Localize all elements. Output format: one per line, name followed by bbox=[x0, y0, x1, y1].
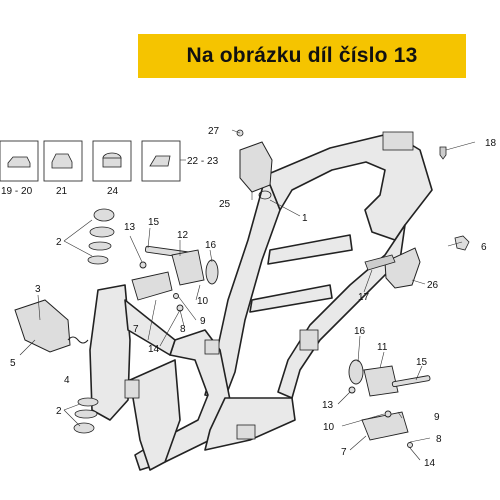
callout-8-left: 8 bbox=[180, 324, 186, 335]
footrest-assembly-left bbox=[131, 245, 219, 312]
callout-2-upper: 2 bbox=[56, 237, 62, 248]
callout-12: 12 bbox=[177, 230, 189, 241]
callout-9-left: 9 bbox=[200, 316, 206, 327]
callout-16-right: 16 bbox=[354, 326, 366, 337]
spring-4 bbox=[67, 336, 89, 344]
bracket-25 bbox=[239, 141, 273, 193]
footrest-assembly-right bbox=[348, 359, 431, 448]
callout-17: 17 bbox=[358, 292, 370, 303]
callout-19-20: 19 - 20 bbox=[1, 186, 33, 197]
callout-3: 3 bbox=[35, 284, 41, 295]
callout-10-right: 10 bbox=[323, 422, 335, 433]
callout-6: 6 bbox=[481, 242, 487, 253]
callout-5: 5 bbox=[10, 358, 16, 369]
clip-parts bbox=[7, 152, 171, 169]
bushing-stack-lower bbox=[73, 397, 99, 434]
callout-13-left: 13 bbox=[124, 222, 136, 233]
callout-9-right: 9 bbox=[434, 412, 440, 423]
callout-27: 27 bbox=[208, 126, 220, 137]
callout-4: 4 bbox=[64, 375, 70, 386]
callout-10-left: 10 bbox=[197, 296, 209, 307]
callout-7-right: 7 bbox=[341, 447, 347, 458]
callout-2-lower: 2 bbox=[56, 406, 62, 417]
bracket-3 bbox=[14, 299, 71, 353]
callout-14-right: 14 bbox=[424, 458, 436, 469]
callout-14-left: 14 bbox=[148, 344, 160, 355]
callout-11: 11 bbox=[377, 342, 388, 353]
bushing-stack-upper bbox=[87, 208, 115, 265]
strap-17 bbox=[364, 254, 396, 271]
callout-26: 26 bbox=[427, 280, 439, 291]
callout-15-left: 15 bbox=[148, 217, 160, 228]
callout-18: 18 bbox=[485, 138, 497, 149]
callout-21: 21 bbox=[56, 186, 68, 197]
screw-18 bbox=[439, 146, 447, 160]
callout-13-right: 13 bbox=[322, 400, 334, 411]
callout-24: 24 bbox=[107, 186, 119, 197]
banner-text: Na obrázku díl číslo 13 bbox=[186, 44, 418, 67]
callout-labels: 1 2 2 3 4 5 6 7 7 8 8 9 9 10 10 11 12 13… bbox=[1, 126, 497, 469]
callout-25: 25 bbox=[219, 199, 231, 210]
callout-16-left: 16 bbox=[205, 240, 217, 251]
callout-15-right: 15 bbox=[416, 357, 428, 368]
clip-6 bbox=[454, 235, 470, 251]
callout-22-23: 22 - 23 bbox=[187, 156, 219, 167]
frame-details bbox=[124, 131, 414, 440]
callout-1: 1 bbox=[302, 213, 308, 224]
part-number-banner: Na obrázku díl číslo 13 bbox=[138, 34, 466, 78]
callout-8-right: 8 bbox=[436, 434, 442, 445]
bracket-26 bbox=[384, 247, 421, 289]
leader-lines bbox=[19, 129, 476, 461]
callout-7-left: 7 bbox=[133, 324, 139, 335]
